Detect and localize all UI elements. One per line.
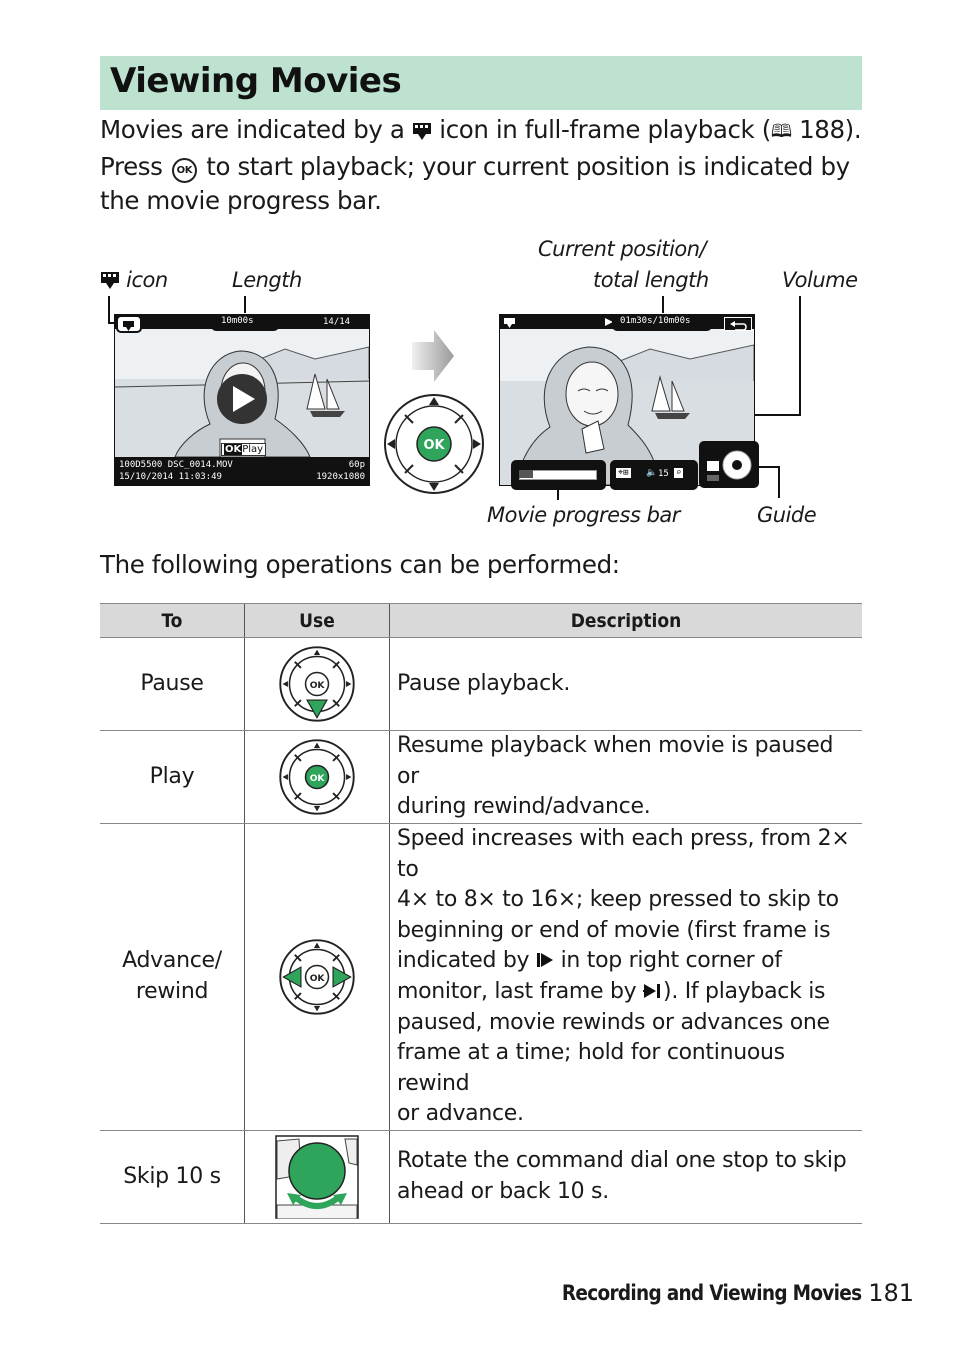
use-cell: [244, 1130, 390, 1224]
column-header-use: Use: [244, 603, 390, 638]
column-header-to: To: [100, 603, 245, 638]
progress-bar-label: Movie progress bar: [487, 503, 680, 527]
callout-line: [557, 486, 559, 500]
footer-section-title: Recording and Viewing Movies: [561, 1281, 861, 1305]
movie-progress-bar: [511, 460, 606, 490]
ok-play-hint: OKPlay: [221, 443, 267, 456]
page-number: 181: [868, 1279, 914, 1307]
playback-screen: 10m00s 14/14 OKPlay 100D5500 DSC_0014.MO…: [114, 314, 370, 486]
screen-photo: [115, 329, 369, 457]
movie-icon: [101, 272, 119, 289]
length-label: Length: [232, 268, 302, 292]
last-frame-icon: [643, 983, 661, 998]
page-title: Viewing Movies: [110, 61, 402, 101]
first-frame-icon: [536, 953, 553, 968]
svg-text:OK: OK: [423, 438, 445, 453]
intro-text: icon in full-frame playback (: [431, 115, 771, 144]
svg-text:OK: OK: [310, 680, 326, 691]
arrow-right-icon: [412, 330, 454, 382]
position-box: 01m30s/10m00s: [612, 315, 712, 331]
callout-line: [244, 296, 246, 313]
operation-name: Skip 10 s: [100, 1130, 245, 1224]
operations-intro: The following operations can be performe…: [100, 550, 620, 579]
svg-text:OK: OK: [310, 773, 326, 784]
multi-selector-ok-icon: OK: [279, 739, 355, 815]
use-cell: OK: [244, 823, 390, 1131]
table-header-row: To Use Description: [100, 603, 862, 638]
multi-selector-down-icon: OK: [279, 646, 355, 722]
operation-description: Resume playback when movie is paused or …: [389, 730, 862, 824]
multi-selector-icon: OK: [384, 394, 484, 494]
operation-name: Pause: [100, 637, 245, 731]
movie-icon-box: [116, 315, 142, 333]
frame-count: 14/14: [323, 317, 351, 327]
intro-text: Movies are indicated by a: [100, 115, 412, 144]
intro-text: to start playback; your current position…: [198, 151, 850, 181]
volume-level: 15: [658, 469, 669, 479]
volume-indicator: ⌖⊞ 🔈 15 ⌕: [610, 460, 698, 490]
book-icon: 🕮: [770, 121, 792, 142]
guide-indicator: [699, 441, 759, 488]
title-band: [100, 56, 862, 110]
movie-length-value: 10m00s: [221, 316, 254, 326]
callout-line: [108, 296, 110, 324]
intro-paragraph: Movies are indicated by a icon in full-f…: [100, 113, 880, 219]
movie-icon: [504, 318, 515, 328]
multi-selector-left-right-icon: OK: [279, 939, 355, 1015]
movie-icon: [123, 321, 134, 331]
use-cell: OK: [244, 637, 390, 731]
column-header-description: Description: [389, 603, 862, 638]
volume-label: Volume: [782, 268, 858, 292]
table-row-advance-rewind: Advance/ rewind OK: [100, 823, 862, 1131]
use-cell: OK: [244, 730, 390, 824]
movie-playback-screen: 01m30s/10m00s: [499, 314, 755, 486]
length-box: 10m00s: [211, 315, 279, 331]
guide-icon: [707, 450, 752, 481]
return-icon: [724, 317, 752, 331]
position-value: 01m30s/10m00s: [620, 316, 691, 326]
operation-name: Advance/ rewind: [100, 823, 245, 1131]
operation-description: Pause playback.: [389, 637, 862, 731]
guide-label: Guide: [757, 503, 817, 527]
current-position-label-2: total length: [593, 268, 709, 292]
command-dial-icon: [275, 1135, 359, 1219]
operation-description: Rotate the command dial one stop to skip…: [389, 1130, 862, 1224]
page-reference: 188).: [791, 115, 862, 144]
callout-line: [756, 466, 780, 468]
callout-line: [799, 296, 801, 416]
current-position-label-1: Current position/: [538, 237, 707, 261]
movie-icon-label: icon: [100, 267, 168, 293]
svg-text:OK: OK: [310, 973, 326, 984]
ok-button-icon: OK: [171, 157, 197, 183]
play-indicator-icon: [605, 318, 613, 326]
table-row-pause: Pause OK Pause playback.: [100, 637, 862, 731]
operations-table: To Use Description Pause OK: [100, 603, 862, 1224]
movie-icon: [412, 123, 431, 140]
table-row-play: Play OK Resume playbac: [100, 730, 862, 824]
intro-text: the movie progress bar.: [100, 186, 382, 215]
table-row-skip: Skip 10 s Rotate the command dial one st…: [100, 1130, 862, 1224]
operation-description: Speed increases with each press, from 2×…: [389, 823, 862, 1131]
operation-name: Play: [100, 730, 245, 824]
callout-line: [778, 466, 780, 498]
intro-text: Press: [100, 151, 170, 181]
callout-line: [662, 296, 664, 313]
volume-icon: 🔈: [646, 468, 658, 478]
